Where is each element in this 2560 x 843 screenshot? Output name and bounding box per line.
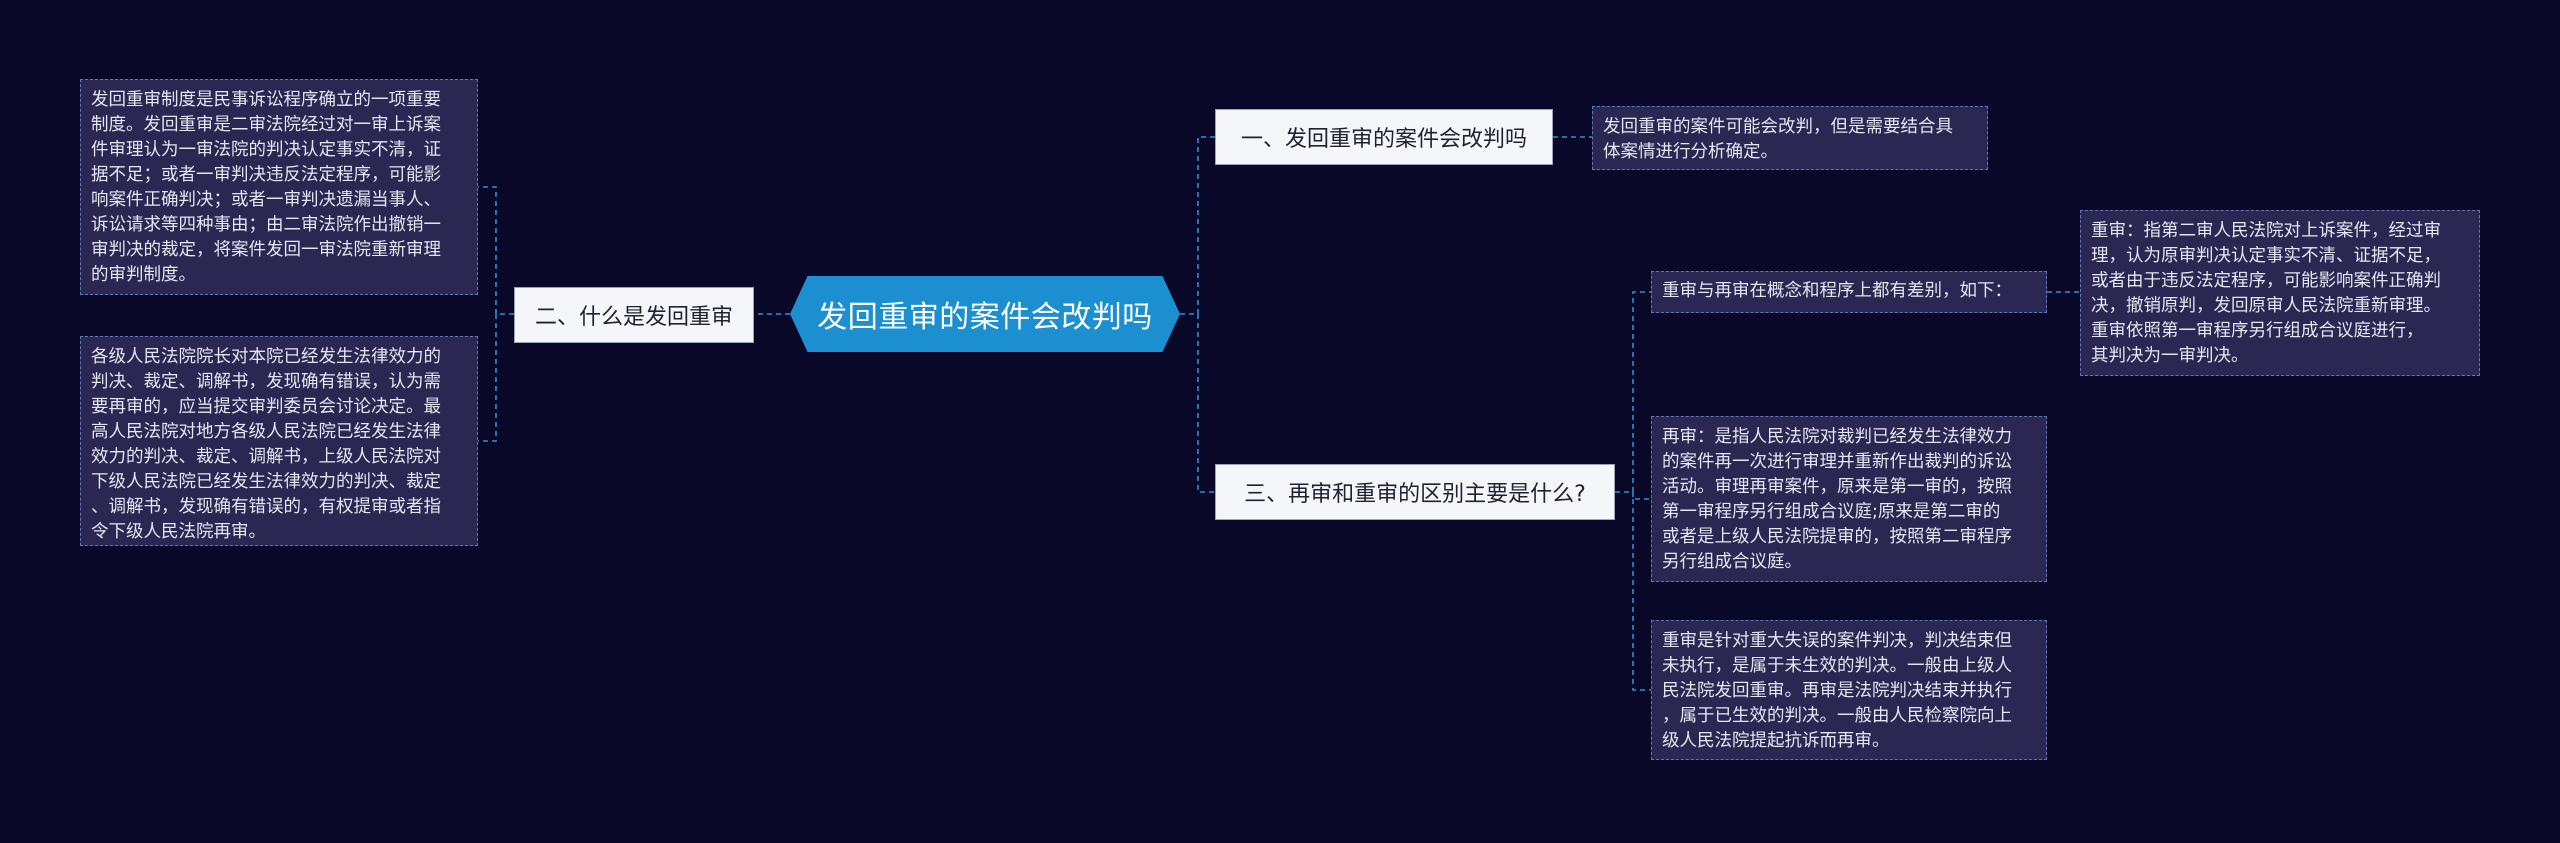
link-root-branch-3 xyxy=(1197,314,1215,493)
branch-topic-2[interactable]: 二、什么是发回重审 xyxy=(514,287,754,343)
leaf-topic-3-1[interactable]: 重审与再审在概念和程序上都有差别，如下： xyxy=(1651,271,2047,313)
leaf-topic-3-2[interactable]: 再审：是指人民法院对裁判已经发生法律效力 的案件再一次进行审理并重新作出裁判的诉… xyxy=(1651,416,2047,582)
link-branch-3-leaf-3 xyxy=(1632,499,1651,691)
root-topic[interactable]: 发回重审的案件会改判吗 xyxy=(790,276,1180,352)
link-branch-2-leaf-1 xyxy=(478,186,514,315)
leaf-topic-2-2[interactable]: 各级人民法院院长对本院已经发生法律效力的 判决、裁定、调解书，发现确有错误，认为… xyxy=(80,336,478,546)
link-root-branch-1 xyxy=(1180,136,1215,315)
leaf-topic-1-1[interactable]: 发回重审的案件可能会改判，但是需要结合具 体案情进行分析确定。 xyxy=(1592,106,1988,170)
link-branch-3-leaf-1 xyxy=(1615,291,1651,493)
leaf-topic-3-3[interactable]: 重审是针对重大失误的案件判决，判决结束但 未执行，是属于未生效的判决。一般由上级… xyxy=(1651,620,2047,760)
branch-topic-3[interactable]: 三、再审和重审的区别主要是什么? xyxy=(1215,464,1615,520)
leaf-topic-2-1[interactable]: 发回重审制度是民事诉讼程序确立的一项重要 制度。发回重审是二审法院经过对一审上诉… xyxy=(80,79,478,295)
link-branch-2-leaf-2 xyxy=(478,314,497,442)
branch-topic-1[interactable]: 一、发回重审的案件会改判吗 xyxy=(1215,109,1553,165)
leaf-topic-3-1-1[interactable]: 重审：指第二审人民法院对上诉案件，经过审 理，认为原审判决认定事实不清、证据不足… xyxy=(2080,210,2480,376)
link-branch-3-leaf-2 xyxy=(1632,492,1651,500)
